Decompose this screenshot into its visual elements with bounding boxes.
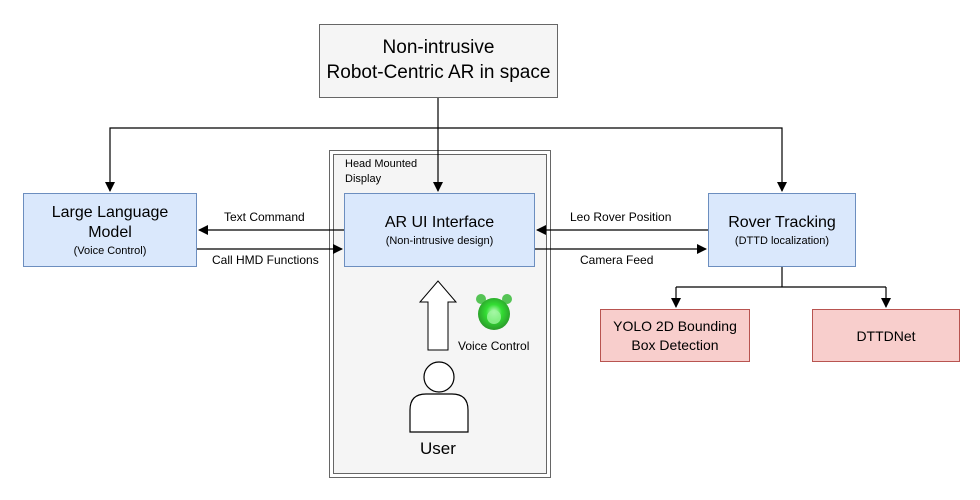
yolo-line1: YOLO 2D Bounding <box>613 317 737 334</box>
edge-label-text-command: Text Command <box>224 210 305 224</box>
ar-ui-interface-box: AR UI Interface (Non-intrusive design) <box>344 193 535 267</box>
ar-subtitle: (Non-intrusive design) <box>385 235 494 247</box>
user-icon <box>409 361 469 433</box>
llm-subtitle: (Voice Control) <box>73 245 147 257</box>
rover-subtitle: (DTTD localization) <box>734 235 830 247</box>
yolo-line2: Box Detection <box>631 336 719 353</box>
hmd-label: Head Mounted Display <box>345 157 435 187</box>
voice-control-icon <box>476 294 512 330</box>
user-label: User <box>420 439 456 458</box>
hmd-label-line1: Head Mounted <box>345 158 418 170</box>
rover-title: Rover Tracking <box>728 214 836 231</box>
arrow-bus-to-llm <box>105 127 438 192</box>
dttd-label: DTTDNet <box>856 327 916 344</box>
hmd-outer-frame <box>329 150 551 478</box>
llm-title-line1: Large Language <box>51 204 169 221</box>
llm-box: Large Language Model (Voice Control) <box>23 193 197 267</box>
edge-label-camera-feed: Camera Feed <box>580 253 654 267</box>
edge-label-leo-rover: Leo Rover Position <box>570 210 672 224</box>
ar-title: AR UI Interface <box>384 214 495 231</box>
yolo-box: YOLO 2D Bounding Box Detection <box>600 309 750 362</box>
top-box-line1: Non-intrusive <box>382 37 495 59</box>
hmd-label-line2: Display <box>345 172 382 185</box>
up-arrow-icon <box>418 280 458 351</box>
dttdnet-box: DTTDNet <box>812 309 960 362</box>
rover-tracking-box: Rover Tracking (DTTD localization) <box>708 193 856 267</box>
voice-control-label: Voice Control <box>458 339 530 353</box>
robot-centric-ar-box: Non-intrusive Robot-Centric AR in space <box>319 24 558 98</box>
top-box-line2: Robot-Centric AR in space <box>326 62 551 83</box>
arrow-bus-to-rover <box>438 127 787 192</box>
edge-label-call-hmd: Call HMD Functions <box>212 253 319 267</box>
llm-title-line2: Model <box>88 224 132 241</box>
